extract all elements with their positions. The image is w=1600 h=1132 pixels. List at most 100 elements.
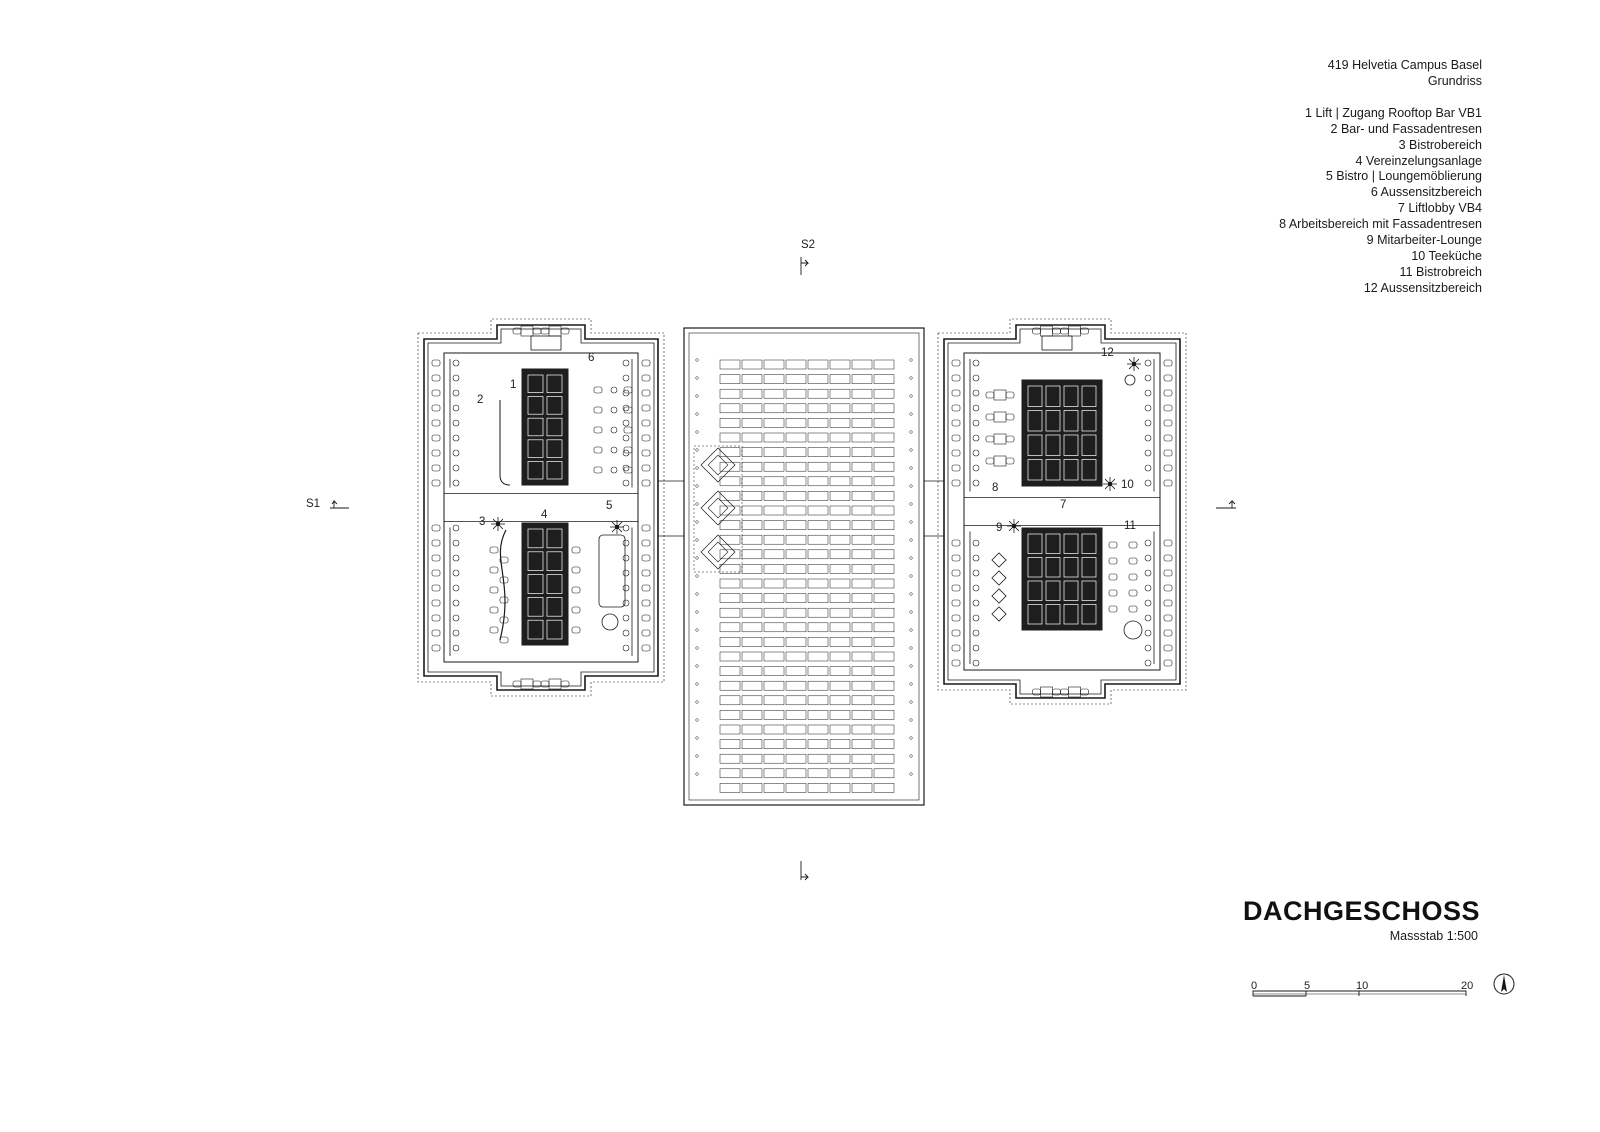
core-detail [1027, 385, 1043, 407]
skylight-zone [693, 445, 743, 573]
chair [641, 599, 651, 607]
solar-panel [807, 534, 829, 545]
edge-marker [695, 610, 699, 614]
chair [641, 629, 651, 637]
solar-panel [873, 403, 895, 414]
stool [622, 524, 630, 532]
stool [452, 434, 460, 442]
chair [641, 554, 651, 562]
solar-panel [873, 520, 895, 530]
core-detail [1063, 434, 1079, 456]
chair [431, 524, 441, 532]
solar-panel [719, 710, 741, 720]
legend-item: 6 Aussensitzbereich [1370, 185, 1482, 200]
edge-marker [695, 556, 699, 560]
solar-panel [851, 724, 873, 735]
solar-panel [785, 637, 807, 647]
solar-panel [851, 359, 873, 370]
skylight [707, 497, 729, 519]
solar-panel [873, 461, 895, 472]
solar-panel [807, 666, 829, 676]
chair [571, 566, 581, 574]
stool [622, 359, 630, 367]
chair [1163, 629, 1173, 637]
stool [1144, 629, 1152, 637]
solar-panel [851, 768, 873, 779]
legend-item: 4 Vereinzelungsanlage [1355, 153, 1483, 168]
edge-marker [695, 466, 699, 470]
edge-marker [695, 736, 699, 740]
chair [1163, 374, 1173, 382]
chair [985, 435, 995, 443]
solar-panel [873, 388, 895, 399]
chair [1005, 391, 1015, 399]
solar-panel [829, 651, 851, 662]
solar-panel [763, 622, 785, 633]
edge-marker [695, 772, 699, 776]
chair [489, 546, 499, 554]
section-marker-s1 [330, 499, 349, 509]
solar-panel [719, 593, 741, 603]
solar-panel [741, 447, 763, 457]
solar-panel [741, 651, 763, 662]
bar-counter [499, 400, 511, 486]
solar-panel [807, 461, 829, 472]
stool [1144, 404, 1152, 412]
chair [951, 374, 961, 382]
solar-panel [829, 666, 851, 676]
core-detail [1045, 580, 1061, 601]
solar-panel [829, 374, 851, 384]
chair [1060, 327, 1069, 335]
chair [1032, 327, 1041, 335]
chair [431, 389, 441, 397]
core-detail [1045, 385, 1061, 407]
core-detail [1027, 580, 1043, 601]
chair [641, 584, 651, 592]
solar-panel [741, 491, 763, 501]
room-number: 7 [1060, 499, 1067, 511]
solar-panel [829, 549, 851, 560]
edge-marker [909, 718, 913, 722]
core-detail [1081, 604, 1097, 625]
core-detail [1063, 604, 1079, 625]
legend-item: 2 Bar- und Fassadentresen [1330, 121, 1482, 136]
solar-panel [719, 549, 741, 560]
core-detail [546, 374, 563, 393]
solar-panel [719, 724, 741, 735]
stool [1144, 374, 1152, 382]
solar-panel [807, 607, 829, 618]
solar-panel [763, 710, 785, 720]
lounge-chair [991, 588, 1007, 604]
stool [1144, 584, 1152, 592]
core-detail [1045, 557, 1061, 578]
solar-panel [785, 607, 807, 618]
core-detail [1027, 557, 1043, 578]
solar-panel [851, 753, 873, 764]
chair [951, 449, 961, 457]
core-block [1021, 379, 1103, 487]
solar-panel [763, 783, 785, 793]
table [1068, 686, 1081, 698]
solar-panel [829, 534, 851, 545]
solar-panel [741, 432, 763, 443]
solar-panel [851, 432, 873, 443]
solar-panel [763, 520, 785, 530]
solar-panel [873, 447, 895, 457]
room-number: 11 [1124, 520, 1136, 532]
solar-panel [763, 753, 785, 764]
core-detail [546, 417, 563, 437]
core-detail [1081, 580, 1097, 601]
chair [1128, 589, 1138, 597]
edge-marker [909, 736, 913, 740]
chair [1163, 479, 1173, 487]
solar-panel [807, 374, 829, 384]
solar-panel [785, 534, 807, 545]
solar-panel [741, 753, 763, 764]
solar-panel [785, 753, 807, 764]
core-detail [1045, 459, 1061, 481]
solar-panel [763, 418, 785, 428]
chair [1163, 599, 1173, 607]
chair [951, 359, 961, 367]
chair [571, 546, 581, 554]
edge-marker [909, 430, 913, 434]
